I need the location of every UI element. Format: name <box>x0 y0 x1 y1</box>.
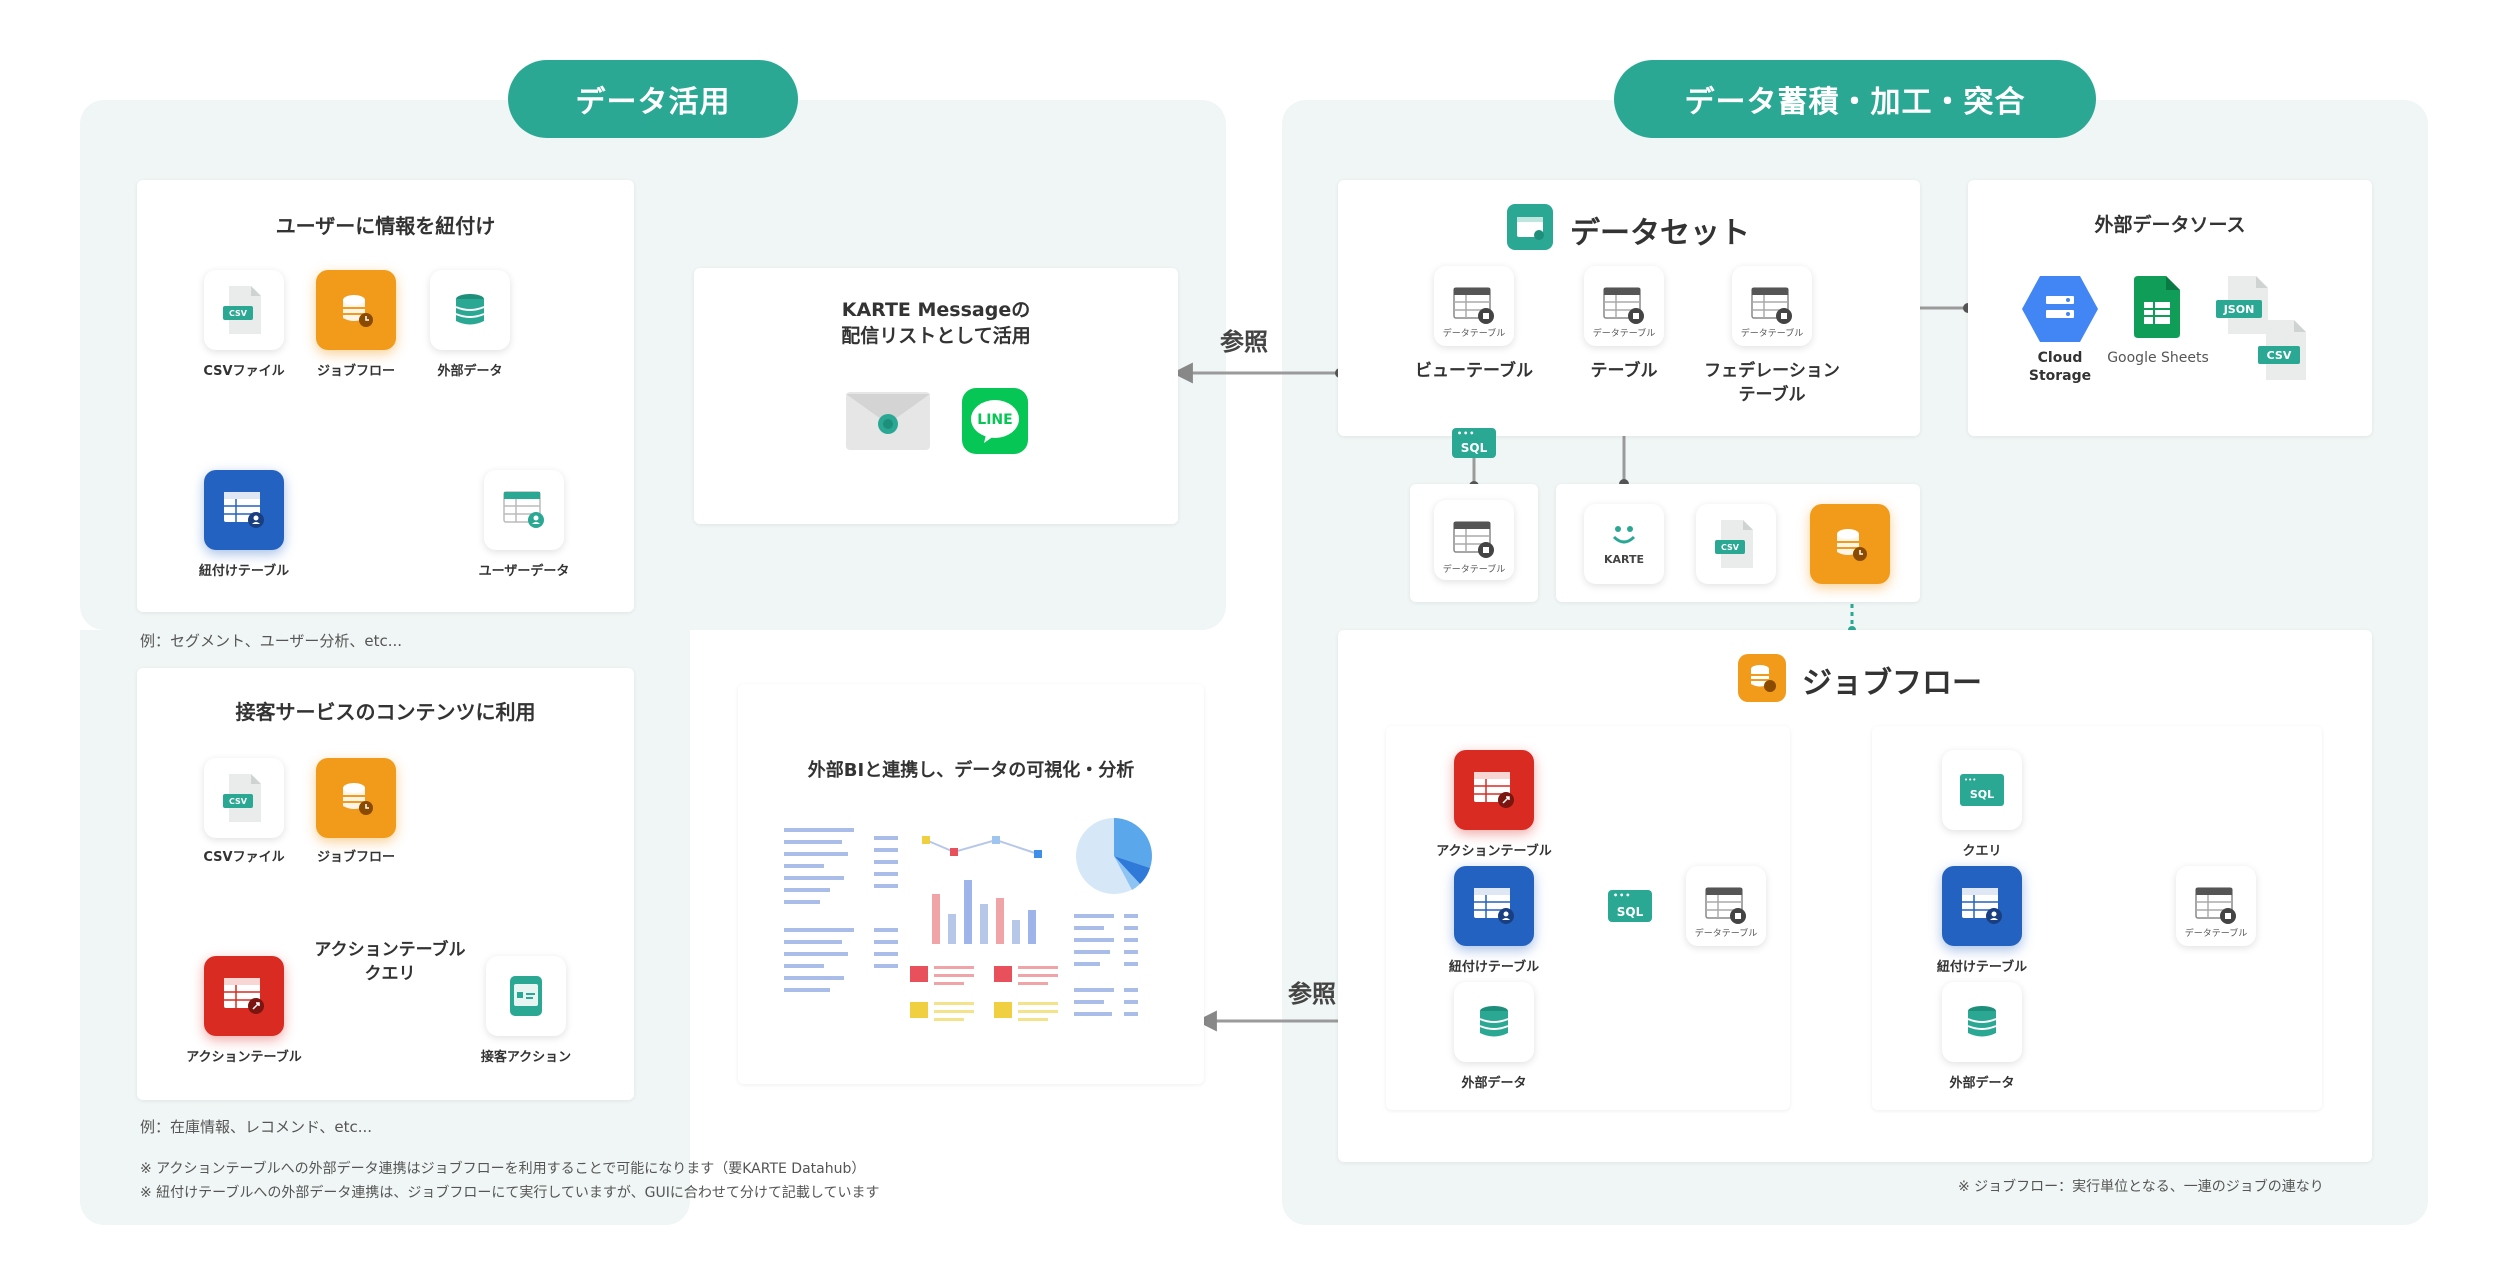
table-small: データテーブル <box>1592 329 1656 339</box>
datatable-small: データテーブル <box>1694 929 1758 939</box>
card-bi-title: 外部BIと連携し、データの可視化・分析 <box>807 760 1135 781</box>
datatable-small: データテーブル <box>2184 929 2248 939</box>
card-karte-message: KARTE Messageの 配信リストとして活用 <box>694 268 1178 524</box>
section-title-usage: データ活用 <box>508 60 798 138</box>
karte-icon: KARTE <box>1584 504 1664 584</box>
csv-text: CSV <box>229 309 248 318</box>
jobflow-icon <box>1810 504 1890 584</box>
label-action-table: アクションテーブル <box>1436 844 1552 859</box>
csv-file-icon: CSV <box>1696 504 1776 584</box>
dataset-icon <box>1507 204 1553 254</box>
ref-label-bottom: 参照 <box>1288 980 1336 1008</box>
label-action: 接客アクション <box>480 1050 572 1065</box>
json-text: JSON <box>2223 303 2255 316</box>
link-table-icon <box>1454 866 1534 946</box>
section-title-storage: データ蓄積・加工・突合 <box>1614 60 2096 138</box>
link-table-icon <box>204 470 284 550</box>
line-text: LINE <box>977 412 1012 428</box>
karte-message-title-2: 配信リストとして活用 <box>841 325 1031 347</box>
line-app-icon: LINE <box>962 388 1028 458</box>
label-csv: CSVファイル <box>203 364 285 379</box>
jobflow-icon <box>316 270 396 350</box>
view-table-icon <box>1434 266 1514 346</box>
external-sources-title: 外部データソース <box>2094 214 2246 236</box>
csv-text: CSV <box>229 797 248 806</box>
footnote-1: ※ アクションテーブルへの外部データ連携はジョブフローを利用することで可能になり… <box>140 1161 866 1177</box>
footnote-jobflow: ※ ジョブフロー：実行単位となる、一連のジョブの連なり <box>1958 1179 2324 1195</box>
mail-icon <box>846 388 930 456</box>
label-action-table: アクションテーブル <box>186 1050 302 1065</box>
federation-table-label-2: テーブル <box>1738 385 1806 405</box>
query-label-2: クエリ <box>364 964 416 984</box>
csv-text: CSV <box>2267 349 2292 362</box>
label-link-table: 紐付けテーブル <box>198 564 290 579</box>
label-user-data: ユーザーデータ <box>478 564 570 579</box>
federation-table-icon <box>1732 266 1812 346</box>
cloud-storage-label-1: Cloud <box>2037 350 2083 366</box>
datatable-icon <box>1434 500 1514 580</box>
label-jobflow: ジョブフロー <box>316 850 395 865</box>
view-table-small: データテーブル <box>1442 329 1506 339</box>
datatable-icon <box>2176 866 2256 946</box>
query-icon: ••• SQL <box>1942 750 2022 830</box>
label-external: 外部データ <box>437 364 503 379</box>
external-data-icon <box>430 270 510 350</box>
link-table-icon <box>1942 866 2022 946</box>
label-link-table: 紐付けテーブル <box>1936 960 2028 975</box>
google-sheets-label: Google Sheets <box>2107 350 2209 366</box>
action-table-icon <box>1454 750 1534 830</box>
label-link-table: 紐付けテーブル <box>1448 960 1540 975</box>
cloud-storage-icon <box>2020 274 2100 348</box>
external-data-icon <box>1454 982 1534 1062</box>
card-service-title: 接客サービスのコンテンツに利用 <box>235 700 536 724</box>
datatable-icon <box>1686 866 1766 946</box>
federation-table-label-1: フェデレーション <box>1704 361 1840 381</box>
sql-text: SQL <box>1970 788 1994 801</box>
jobflow-icon <box>316 758 396 838</box>
view-table-label: ビューテーブル <box>1415 361 1533 381</box>
sql-badge: SQL <box>1608 890 1652 922</box>
federation-table-small: データテーブル <box>1740 329 1804 339</box>
cloud-storage-label-2: Storage <box>2028 368 2092 384</box>
footnote-2: ※ 紐付けテーブルへの外部データ連携は、ジョブフローにて実行していますが、GUI… <box>140 1185 880 1201</box>
csv-file-icon: CSV <box>204 758 284 838</box>
csv-text: CSV <box>1721 543 1740 552</box>
ref-label-top: 参照 <box>1220 328 1268 356</box>
label-query: クエリ <box>1962 844 2002 859</box>
karte-text: KARTE <box>1604 553 1644 566</box>
label-csv: CSVファイル <box>203 850 285 865</box>
label-external: 外部データ <box>1949 1076 2015 1091</box>
csv-file-icon: CSV <box>204 270 284 350</box>
external-data-icon <box>1942 982 2022 1062</box>
table-label: テーブル <box>1590 361 1658 381</box>
note-user: 例：セグメント、ユーザー分析、etc... <box>140 632 403 650</box>
jobflow-title: ジョブフロー <box>1802 666 1982 701</box>
datatable-small: データテーブル <box>1442 565 1506 575</box>
json-file-icon: JSON CSV <box>2214 274 2324 388</box>
karte-message-title-1: KARTE Messageの <box>841 299 1031 321</box>
label-external: 外部データ <box>1461 1076 1527 1091</box>
dataset-title: データセット <box>1570 216 1750 251</box>
svg-text:•••: ••• <box>1964 776 1976 784</box>
card-user-title: ユーザーに情報を紐付け <box>275 214 496 238</box>
user-data-icon <box>484 470 564 550</box>
bi-dashboard-illustration <box>784 818 1152 1021</box>
note-service: 例：在庫情報、レコメンド、etc... <box>140 1118 373 1136</box>
action-table-icon <box>204 956 284 1036</box>
sql-badge: SQL <box>1452 428 1496 458</box>
query-label-1: アクションテーブル <box>314 940 466 960</box>
action-icon <box>486 956 566 1036</box>
google-sheets-icon <box>2134 276 2180 342</box>
label-jobflow: ジョブフロー <box>316 364 395 379</box>
table-icon <box>1584 266 1664 346</box>
jobflow-title-icon <box>1738 654 1786 706</box>
